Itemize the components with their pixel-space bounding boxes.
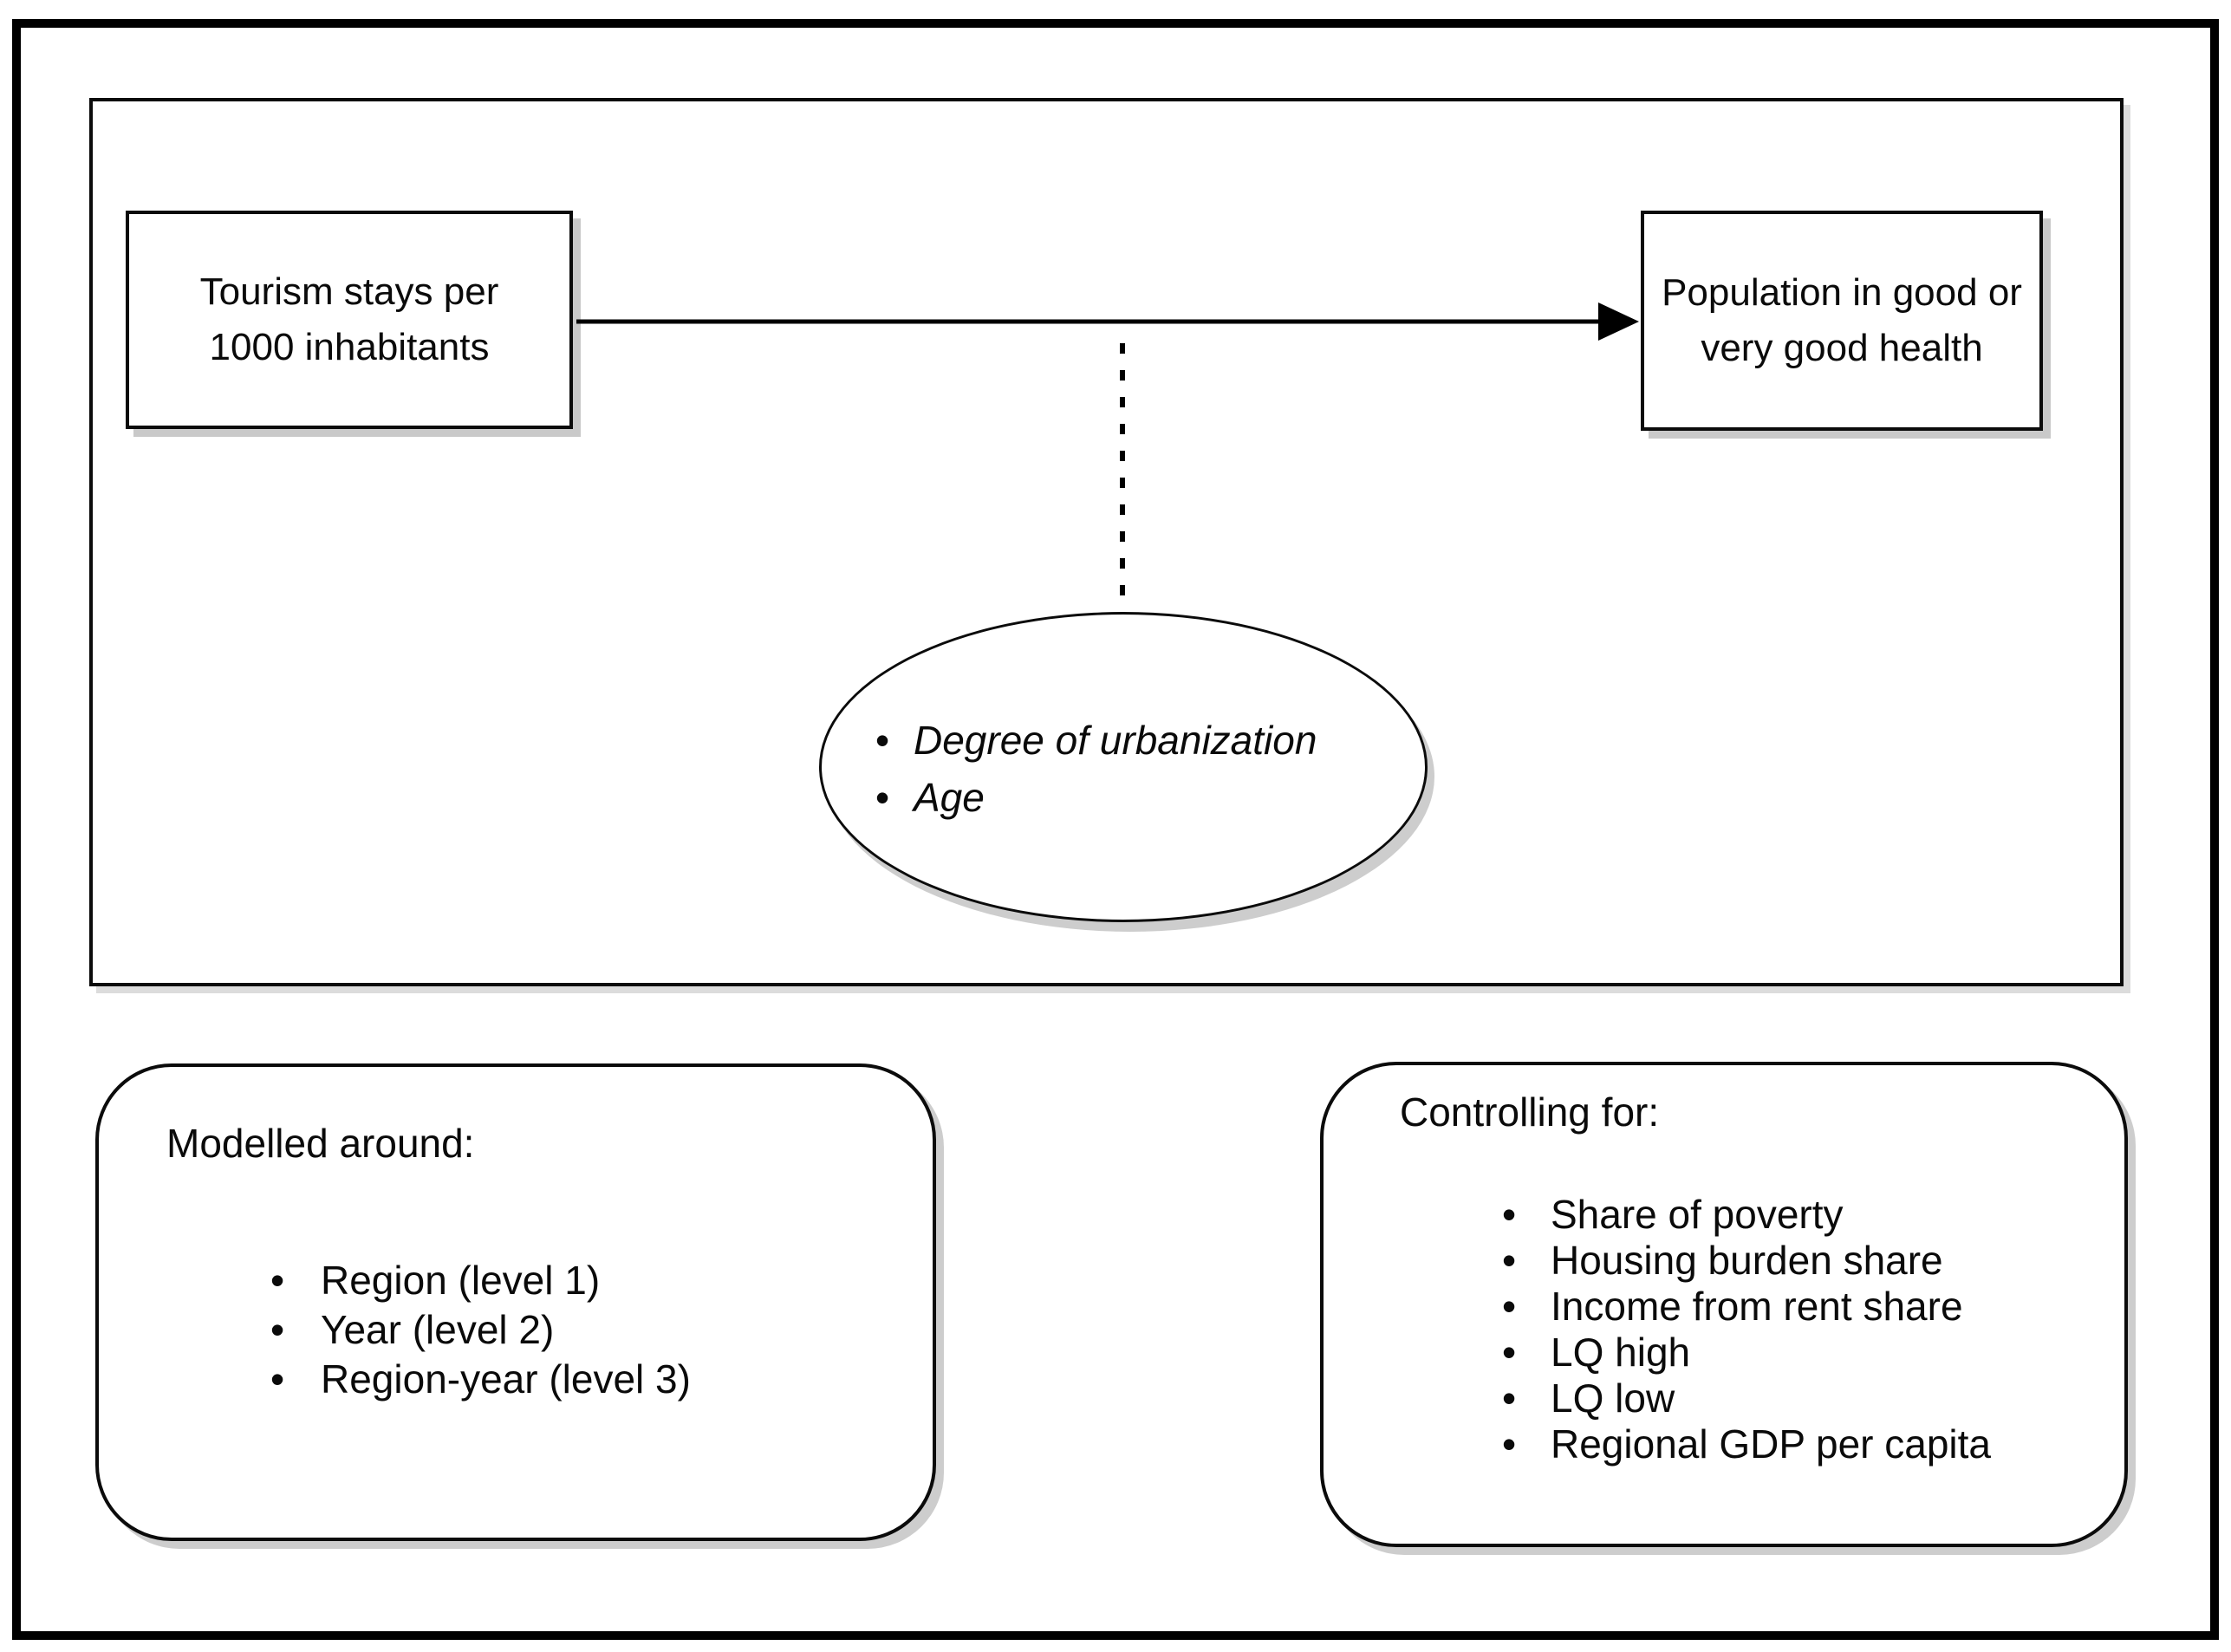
moderator-item: • Age <box>875 769 1317 826</box>
bullet-icon: • <box>875 775 890 820</box>
bullet-icon: • <box>1502 1330 1517 1375</box>
modelled-heading: Modelled around: <box>166 1121 475 1166</box>
controlling-item-label: Income from rent share <box>1551 1284 1963 1329</box>
modelled-item-label: Region-year (level 3) <box>321 1356 691 1402</box>
moderators-list: • Degree of urbanization • Age <box>875 712 1317 826</box>
outcome-box: Population in good or very good health <box>1641 211 2043 431</box>
bullet-icon: • <box>1502 1284 1517 1329</box>
controlling-item-label: Housing burden share <box>1551 1238 1943 1283</box>
bullet-icon: • <box>270 1307 285 1352</box>
modelled-panel: Modelled around: • Region (level 1) • Ye… <box>95 1063 936 1541</box>
moderator-item: • Degree of urbanization <box>875 712 1317 769</box>
controlling-item-label: LQ low <box>1551 1376 1675 1421</box>
modelled-item-label: Year (level 2) <box>321 1307 555 1352</box>
bullet-icon: • <box>270 1356 285 1402</box>
controlling-item: • Housing burden share <box>1502 1238 1991 1284</box>
outcome-label-line2: very good health <box>1701 327 1983 369</box>
predictor-label-line2: 1000 inhabitants <box>209 326 490 368</box>
modelled-item: • Region-year (level 3) <box>270 1355 691 1404</box>
outcome-label-line1: Population in good or <box>1662 271 2022 314</box>
controlling-item: • LQ low <box>1502 1376 1991 1421</box>
modelled-item-label: Region (level 1) <box>321 1258 601 1303</box>
bullet-icon: • <box>270 1258 285 1303</box>
controlling-item: • Regional GDP per capita <box>1502 1421 1991 1467</box>
predictor-box: Tourism stays per 1000 inhabitants <box>126 211 573 429</box>
controlling-heading: Controlling for: <box>1400 1089 1660 1135</box>
modelled-item: • Year (level 2) <box>270 1305 691 1355</box>
modelled-item: • Region (level 1) <box>270 1256 691 1305</box>
bullet-icon: • <box>1502 1376 1517 1421</box>
moderators-ellipse: • Degree of urbanization • Age <box>819 612 1428 922</box>
controlling-item: • LQ high <box>1502 1330 1991 1376</box>
controlling-item: • Income from rent share <box>1502 1284 1991 1330</box>
predictor-label-line1: Tourism stays per <box>199 270 499 313</box>
bullet-icon: • <box>1502 1192 1517 1237</box>
bullet-icon: • <box>1502 1421 1517 1467</box>
moderator-label: Degree of urbanization <box>914 718 1317 763</box>
modelled-list: • Region (level 1) • Year (level 2) • Re… <box>270 1256 691 1404</box>
controlling-item-label: Share of poverty <box>1551 1192 1844 1237</box>
bullet-icon: • <box>1502 1238 1517 1283</box>
controlling-item-label: Regional GDP per capita <box>1551 1421 1991 1467</box>
bullet-icon: • <box>875 718 890 763</box>
controlling-item: • Share of poverty <box>1502 1192 1991 1238</box>
outer-frame <box>12 19 2219 1640</box>
controlling-panel: Controlling for: • Share of poverty • Ho… <box>1320 1062 2128 1547</box>
moderator-label: Age <box>914 775 985 820</box>
controlling-list: • Share of poverty • Housing burden shar… <box>1502 1192 1991 1467</box>
controlling-item-label: LQ high <box>1551 1330 1691 1375</box>
